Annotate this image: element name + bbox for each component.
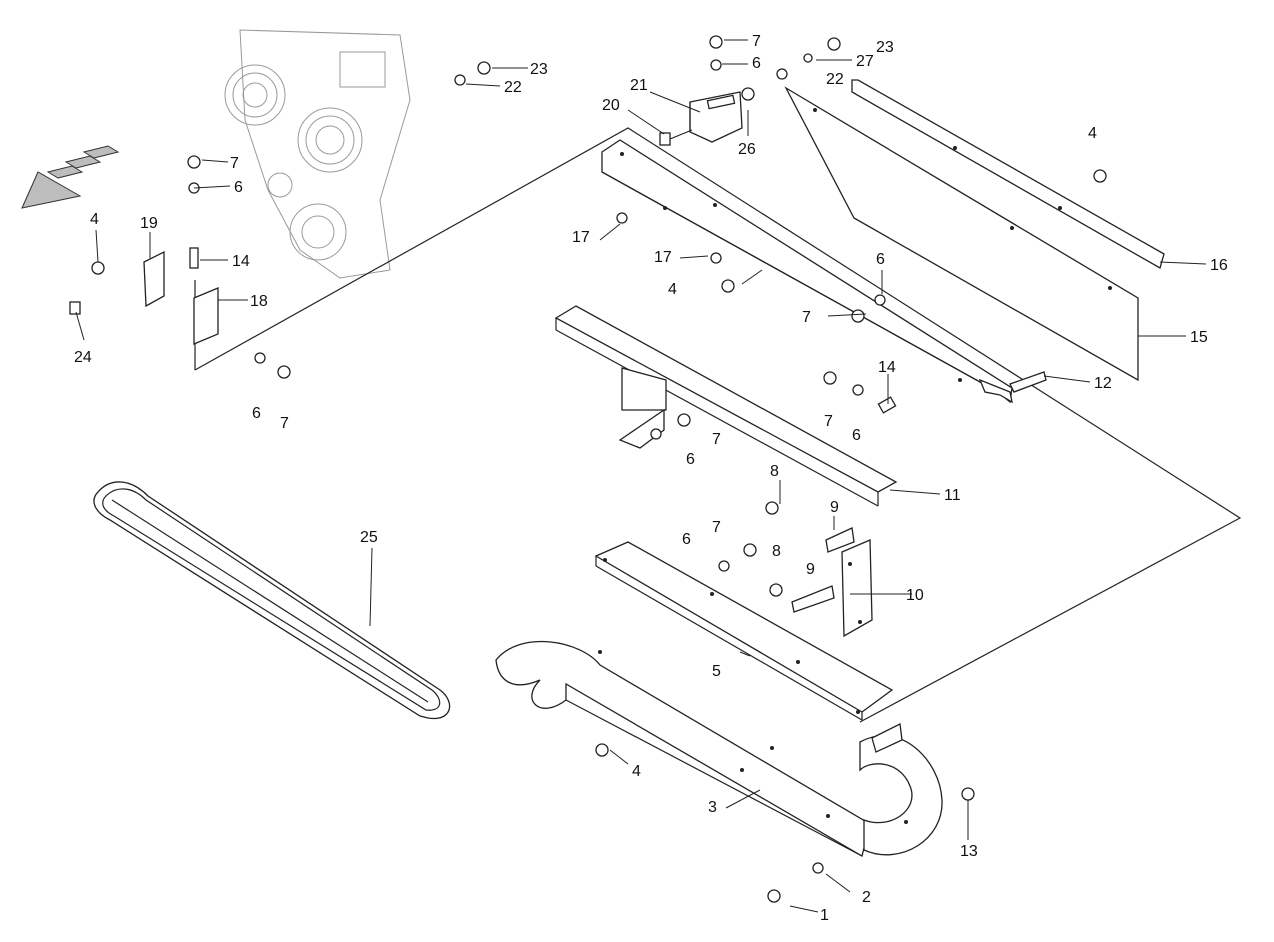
callout-10: 10 xyxy=(906,587,924,604)
channel-5 xyxy=(594,541,894,721)
callout-6: 6 xyxy=(234,179,243,196)
callout-6d: 6 xyxy=(252,405,261,422)
callout-6b: 6 xyxy=(752,55,761,72)
plate-18 xyxy=(193,287,219,345)
strip-16 xyxy=(851,79,1165,269)
callout-25: 25 xyxy=(360,529,378,546)
callout-23: 23 xyxy=(530,61,548,78)
callout-17b: 17 xyxy=(654,249,672,266)
callout-15: 15 xyxy=(1190,329,1208,346)
callout-14b: 14 xyxy=(878,359,896,376)
callout-4b: 4 xyxy=(90,211,99,228)
callout-5: 5 xyxy=(712,663,721,680)
v-belt-25 xyxy=(93,481,451,720)
callout-2: 2 xyxy=(862,889,871,906)
callout-3: 3 xyxy=(708,799,717,816)
callout-24: 24 xyxy=(74,349,92,366)
callout-7e: 7 xyxy=(824,413,833,430)
callout-14: 14 xyxy=(232,253,250,270)
callout-18: 18 xyxy=(250,293,268,310)
callout-19: 19 xyxy=(140,215,158,232)
callout-7g: 7 xyxy=(712,519,721,536)
callout-7c: 7 xyxy=(802,309,811,326)
leader-lines xyxy=(75,39,1207,913)
callout-22: 22 xyxy=(504,79,522,96)
callout-1: 1 xyxy=(820,907,829,924)
cover-plate-15 xyxy=(784,86,1139,382)
callout-9b: 9 xyxy=(806,561,815,578)
callout-8: 8 xyxy=(770,463,779,480)
callout-12: 12 xyxy=(1094,375,1112,392)
callout-20: 20 xyxy=(602,97,620,114)
fasteners xyxy=(69,35,1107,903)
callout-7b: 7 xyxy=(752,33,761,50)
direction-arrow-icon xyxy=(21,145,120,209)
callout-22b: 22 xyxy=(826,71,844,88)
engine-front-ghost xyxy=(224,29,411,279)
callout-9: 9 xyxy=(830,499,839,516)
bolt-20 xyxy=(659,129,693,146)
callout-21: 21 xyxy=(630,77,648,94)
plate-9-a xyxy=(825,527,855,553)
callout-26: 26 xyxy=(738,141,756,158)
callout-17: 17 xyxy=(572,229,590,246)
plate-9-b xyxy=(791,585,835,613)
callout-4c: 4 xyxy=(668,281,677,298)
bracket-10 xyxy=(841,539,873,638)
callout-6f: 6 xyxy=(686,451,695,468)
callout-13: 13 xyxy=(960,843,978,860)
callout-7d: 7 xyxy=(280,415,289,432)
callout-27: 27 xyxy=(856,53,874,70)
bracket-12 xyxy=(978,378,1013,404)
callout-7: 7 xyxy=(230,155,239,172)
callout-4: 4 xyxy=(632,763,641,780)
cover-plate-outline xyxy=(194,127,1242,723)
callout-6e: 6 xyxy=(852,427,861,444)
callout-6g: 6 xyxy=(682,531,691,548)
belt-guard-3 xyxy=(495,640,943,857)
bracket-21 xyxy=(689,91,743,143)
callout-23b: 23 xyxy=(876,39,894,56)
upper-frame-beam xyxy=(601,139,1013,404)
callout-labels: 1 2 3 4 4 4 4 5 6 6 6 6 6 6 6 7 7 7 7 7 … xyxy=(74,33,1228,924)
callout-16: 16 xyxy=(1210,257,1228,274)
plate-19 xyxy=(143,250,165,308)
callout-4d: 4 xyxy=(1088,125,1097,142)
callout-8b: 8 xyxy=(772,543,781,560)
callout-11: 11 xyxy=(944,487,961,504)
callout-7f: 7 xyxy=(712,431,721,448)
frame-11 xyxy=(554,305,898,507)
callout-6c: 6 xyxy=(876,251,885,268)
